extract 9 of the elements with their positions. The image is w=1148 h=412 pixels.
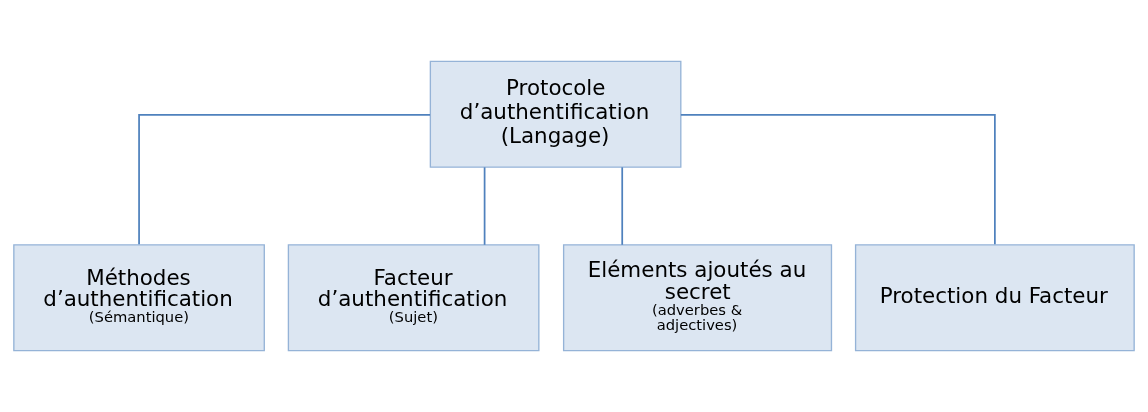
node-box: Méthodes d’authentification (Sémantique) (13, 244, 265, 352)
node-box: Protection du Facteur (854, 244, 1135, 352)
node-box: Protocole d’authentification (Langage) (429, 60, 682, 168)
node-box: Eléments ajoutés au secret (adverbes & adjectives) (562, 244, 833, 352)
connector (483, 166, 486, 246)
connector (621, 166, 624, 246)
connector (138, 114, 431, 246)
node-box: Facteur d’authentification (Sujet) (287, 244, 540, 352)
connector (680, 114, 996, 246)
